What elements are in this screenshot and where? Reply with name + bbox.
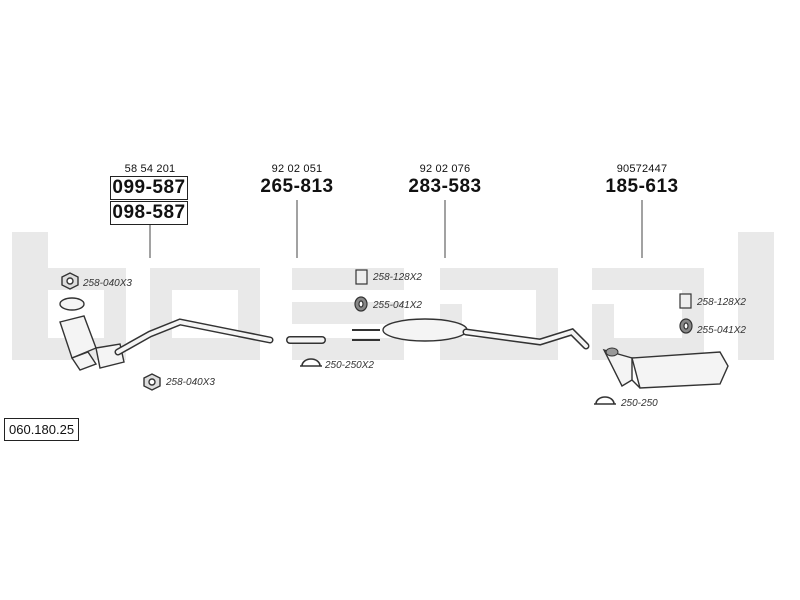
catalytic-converter: [59, 297, 125, 371]
part-number[interactable]: 185-613: [605, 176, 679, 197]
part-number-box[interactable]: 098-587: [110, 201, 188, 225]
accessory-label[interactable]: 255-041X2: [697, 325, 746, 336]
accessory-label[interactable]: 258-040X3: [83, 278, 132, 289]
nut-icon: [61, 272, 79, 290]
part-number[interactable]: 265-813: [260, 176, 334, 197]
accessory-label[interactable]: 258-128X2: [697, 297, 746, 308]
clamp-icon: [300, 358, 322, 367]
mounting-bracket-icon: [355, 269, 368, 285]
mounting-bracket-icon: [679, 293, 692, 309]
diagram-code: 060.180.25: [4, 418, 80, 441]
accessory-label[interactable]: 255-041X2: [373, 300, 422, 311]
clamp-icon: [594, 396, 616, 405]
oem-number: 90572447: [616, 163, 668, 175]
oem-number: 92 02 076: [419, 163, 471, 175]
nut-icon: [143, 373, 161, 391]
accessory-label[interactable]: 250-250: [621, 398, 658, 409]
oem-number: 58 54 201: [124, 163, 176, 175]
part-number-box[interactable]: 099-587: [110, 176, 188, 200]
accessory-label[interactable]: 258-040X3: [166, 377, 215, 388]
rear-silencer: [602, 348, 729, 389]
rubber-hanger-icon: [354, 296, 368, 312]
rubber-hanger-icon: [679, 318, 693, 334]
part-number[interactable]: 283-583: [408, 176, 482, 197]
centre-silencer: [382, 318, 468, 342]
accessory-label[interactable]: 250-250X2: [325, 360, 374, 371]
oem-number: 92 02 051: [271, 163, 323, 175]
accessory-label[interactable]: 258-128X2: [373, 272, 422, 283]
